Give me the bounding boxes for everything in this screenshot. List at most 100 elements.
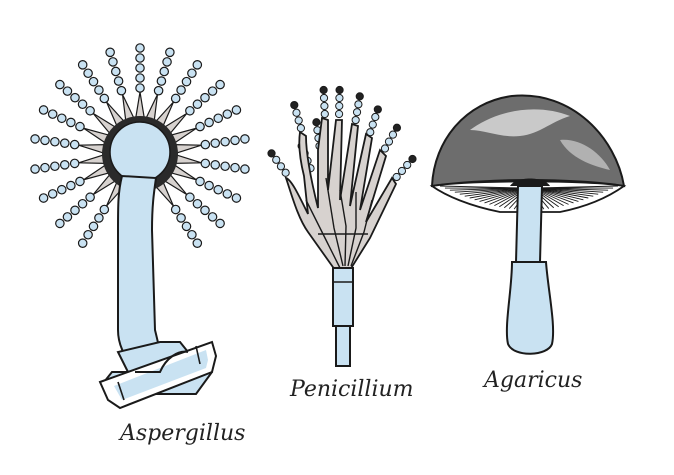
aspergillus-conidium — [200, 158, 211, 169]
aspergillus-conidium — [116, 85, 127, 96]
aspergillus-hypha-inner — [114, 350, 208, 400]
aspergillus-conidium — [38, 193, 49, 203]
penicillium-conidiophore-base — [335, 325, 351, 367]
aspergillus-conidium — [200, 92, 210, 103]
aspergillus-conidium — [47, 189, 58, 199]
aspergillus-conidium — [210, 138, 221, 148]
aspergillus-sterigma — [174, 154, 202, 164]
aspergillus-conidium — [195, 121, 205, 132]
aspergillus-conidium — [185, 192, 195, 203]
agaricus-stipe-base — [505, 261, 555, 355]
penicillium-conidium — [281, 168, 290, 177]
label-agaricus: Agaricus — [484, 368, 583, 393]
penicillium-conidium — [368, 120, 377, 129]
aspergillus-conidium — [83, 229, 93, 240]
aspergillus-vesicle — [109, 121, 171, 183]
agaricus-gill-line — [534, 187, 589, 199]
penicillium-conidium — [392, 172, 401, 182]
aspergillus-conidium — [59, 138, 70, 148]
aspergillus-conidium — [62, 212, 73, 222]
penicillium-conidium — [334, 109, 344, 119]
penicillium-conidium — [354, 100, 363, 109]
penicillium-branch-lines — [305, 177, 373, 269]
aspergillus-conidium — [210, 160, 221, 170]
aspergillus-conidium — [99, 93, 110, 104]
aspergillus-conidium — [204, 117, 214, 128]
penicillium-conidium — [392, 123, 402, 132]
penicillium-conidium — [312, 118, 321, 127]
penicillium-conidium — [408, 154, 417, 164]
aspergillus-conidium — [135, 83, 145, 93]
aspergillus-sterigma — [134, 91, 146, 119]
label-aspergillus: Aspergillus — [120, 421, 246, 446]
aspergillus-conidium — [207, 86, 218, 96]
aspergillus-conidium — [85, 105, 95, 116]
aspergillus-hypha-septum — [195, 345, 201, 365]
aspergillus-conidium — [88, 76, 99, 87]
aspergillus-conidium — [83, 68, 93, 79]
aspergillus-conidium — [215, 79, 225, 90]
aspergillus-conidium — [181, 221, 192, 232]
aspergillus-conidium — [105, 47, 115, 58]
aspergillus-conidium — [176, 85, 186, 95]
aspergillus-conidium — [207, 212, 218, 222]
aspergillus-conidium — [77, 99, 88, 110]
penicillium-conidium — [296, 124, 305, 133]
penicillium-conidium — [371, 112, 380, 122]
aspergillus-conidium — [200, 205, 210, 216]
aspergillus-conidium — [56, 184, 67, 195]
aspergillus-conidium — [165, 47, 175, 58]
aspergillus-conidium — [156, 76, 167, 86]
aspergillus-conidium — [240, 134, 250, 144]
penicillium-conidium — [335, 85, 344, 95]
aspergillus-conidium — [135, 73, 145, 83]
aspergillus-conidium — [70, 205, 80, 216]
aspergillus-conidium — [222, 189, 233, 199]
aspergillus-conidium — [185, 105, 195, 116]
aspergillus-conidium — [135, 53, 145, 63]
penicillium-conidium — [294, 116, 303, 125]
aspergillus-conidium — [192, 198, 203, 209]
aspergillus-conidium — [30, 164, 40, 174]
penicillium-conidium — [320, 101, 329, 111]
aspergillus-conidium — [230, 162, 240, 173]
aspergillus-conidium — [40, 162, 50, 173]
aspergillus-conidium — [159, 66, 170, 77]
aspergillus-conidium — [70, 92, 80, 103]
aspergillus-conidium — [85, 192, 95, 203]
penicillium-conidium — [272, 155, 281, 164]
aspergillus-conidium — [162, 57, 172, 67]
aspergillus-conidium — [176, 213, 186, 223]
aspergillus-conidium — [181, 76, 192, 87]
penicillium-conidium — [397, 166, 407, 176]
aspergillus-sterigmata — [78, 91, 202, 207]
penicillium-conidium — [319, 93, 329, 103]
aspergillus-conidium — [50, 136, 60, 147]
aspergillus-conidium — [66, 180, 76, 191]
aspergillus-foot-detail — [135, 350, 189, 373]
penicillium-conidium — [292, 108, 301, 117]
aspergillus-conidium — [231, 193, 242, 203]
aspergillus-conidium — [55, 218, 65, 229]
aspergillus-conidium — [94, 213, 104, 223]
aspergillus-conidium — [50, 161, 60, 172]
aspergillus-conidium — [240, 164, 250, 174]
aspergillus-conidium — [153, 85, 164, 96]
penicillium-illustration — [267, 85, 417, 367]
aspergillus-illustration — [30, 43, 250, 410]
aspergillus-conidium — [113, 76, 124, 86]
penicillium-conidium — [384, 137, 394, 146]
aspergillus-conidium — [47, 109, 58, 119]
aspergillus-conidium — [192, 60, 203, 70]
penicillium-conidium — [352, 108, 362, 117]
aspergillus-conidium — [69, 139, 80, 150]
aspergillus-conidium — [110, 66, 121, 77]
aspergillus-sterigma — [174, 144, 202, 154]
aspergillus-conidium — [56, 113, 67, 124]
aspergillus-conidium — [88, 221, 99, 232]
aspergillus-conidium — [135, 43, 145, 53]
aspergillus-conidium — [77, 198, 88, 209]
penicillium-conidium — [403, 160, 412, 170]
agaricus-gill-line — [459, 187, 525, 195]
